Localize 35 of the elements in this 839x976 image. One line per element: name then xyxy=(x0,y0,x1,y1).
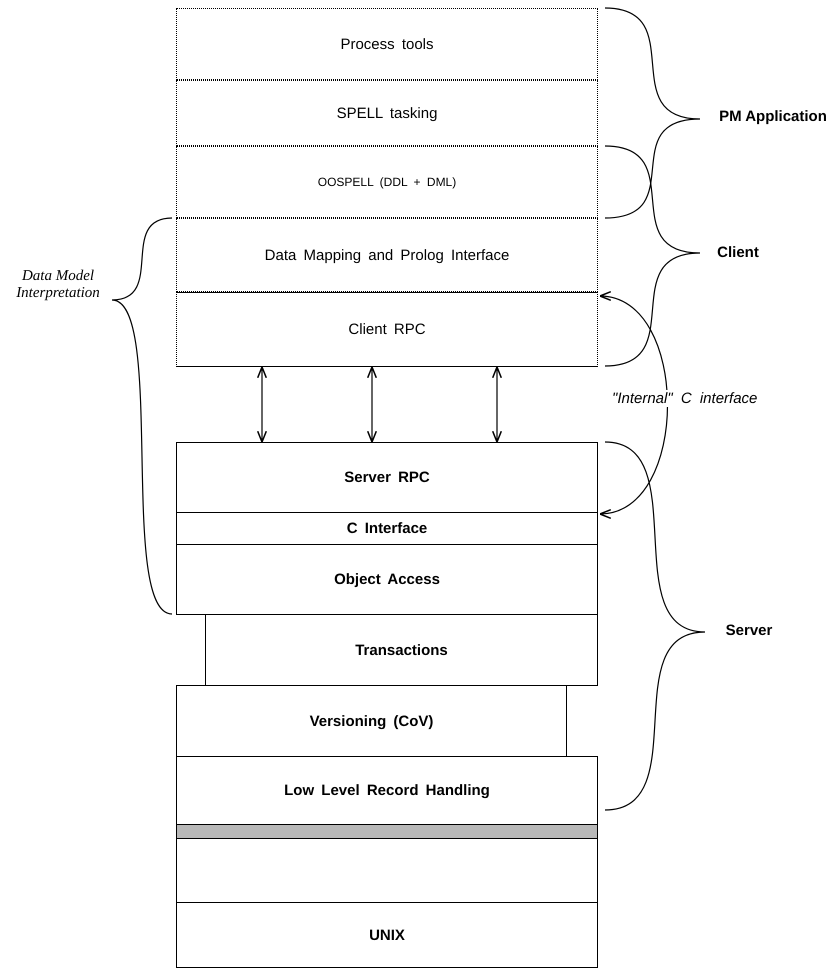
layer-box xyxy=(176,146,598,218)
arrow xyxy=(366,366,378,443)
arrow xyxy=(256,366,268,443)
layer-label: Transactions xyxy=(355,642,448,658)
layer-box xyxy=(176,292,598,367)
group-label: PM Application xyxy=(718,108,828,126)
layer-label: Client RPC xyxy=(348,321,426,338)
layer-label: Process tools xyxy=(340,36,434,52)
layer-label: Object Access xyxy=(334,571,440,588)
group-label: Client xyxy=(716,244,760,262)
layer-box xyxy=(205,614,598,686)
group-label: Data Model Interpretation xyxy=(15,268,101,302)
layer-box xyxy=(176,544,598,615)
layer-box xyxy=(176,512,598,545)
layer-label: Versioning (CoV) xyxy=(310,712,434,730)
edge-label: "Internal" C interface xyxy=(610,390,760,407)
layer-label: SPELL tasking xyxy=(336,104,438,122)
layer-box xyxy=(176,218,598,292)
layer-label: OOSPELL (DDL + DML) xyxy=(318,175,456,189)
layer-label: Low Level Record Handling xyxy=(284,782,490,799)
layer-box xyxy=(176,902,598,968)
layer-label: Data Mapping and Prolog Interface xyxy=(264,246,510,264)
layer-label: Server RPC xyxy=(344,469,430,486)
layer-box xyxy=(176,756,598,825)
layer-box xyxy=(176,80,598,146)
layer-box xyxy=(176,685,567,757)
layer-label: UNIX xyxy=(369,926,405,944)
curved-arrow xyxy=(599,293,668,517)
shaded-bar xyxy=(176,824,598,839)
layer-box xyxy=(176,442,598,513)
layer-box xyxy=(176,838,598,903)
layer-box xyxy=(176,8,598,80)
layer-label: C Interface xyxy=(346,520,428,537)
arrow xyxy=(492,366,502,443)
group-label: Server xyxy=(724,622,774,640)
